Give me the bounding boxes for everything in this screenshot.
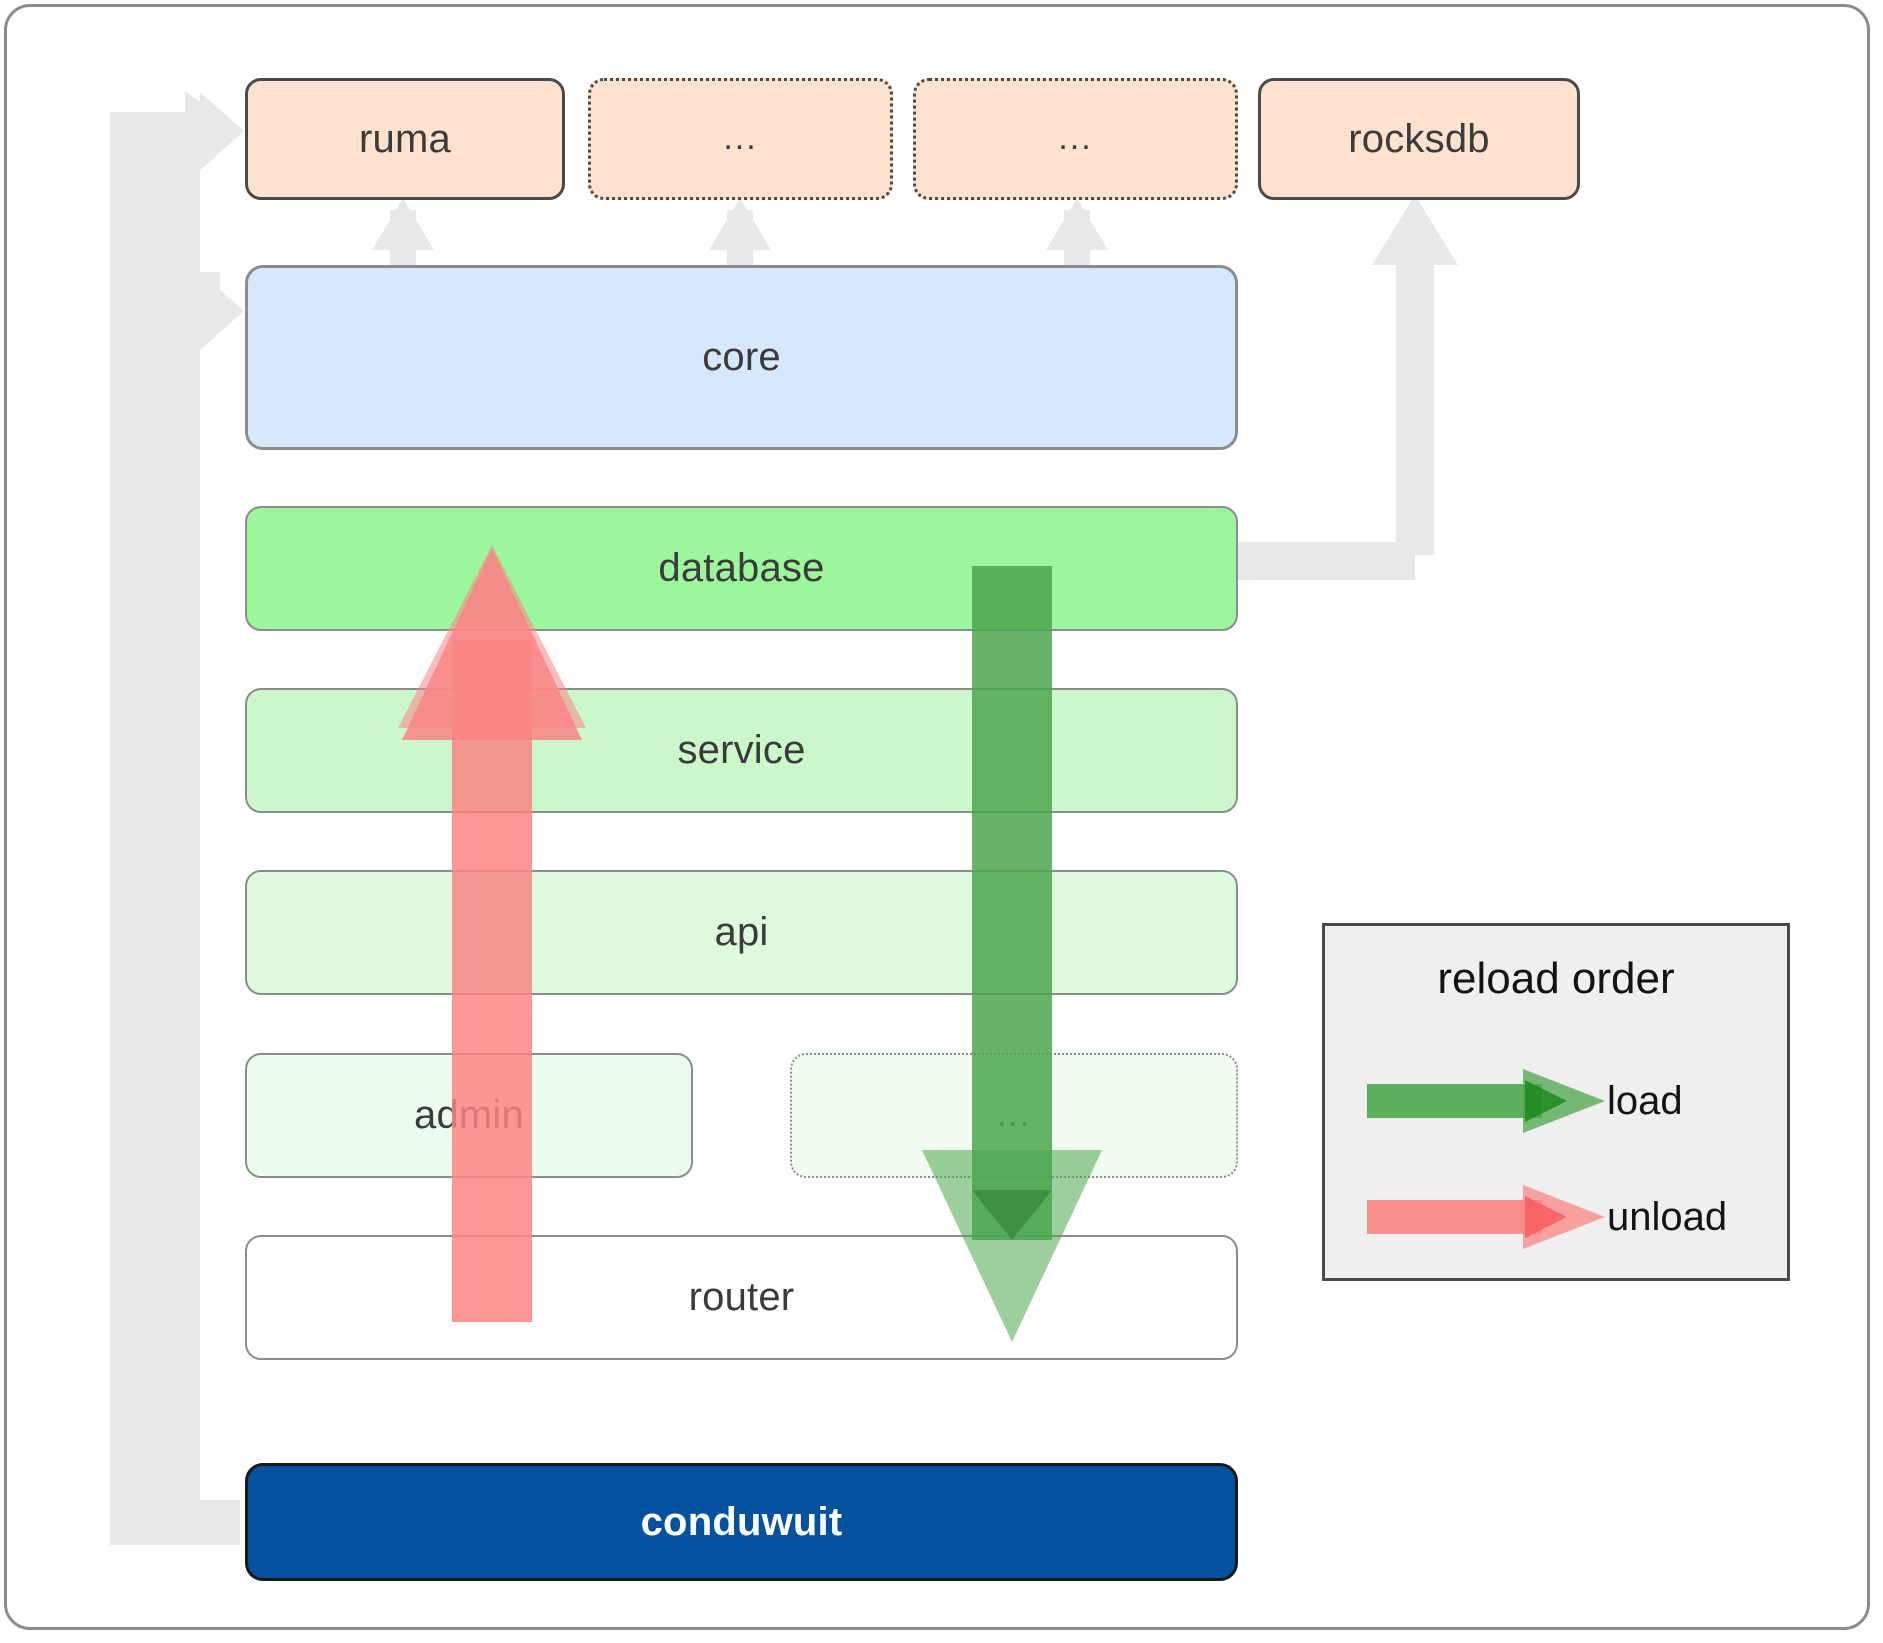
legend-unload-arrow-icon <box>1367 1185 1605 1249</box>
dependency-box-rocksdb[interactable]: rocksdb <box>1258 78 1580 200</box>
db-to-rocksdb-horizontal <box>1232 542 1415 580</box>
dependency-box-placeholder-1[interactable]: ... <box>588 78 893 200</box>
core-to-dep1-tip <box>709 198 771 250</box>
layer-label-service: service <box>677 728 806 772</box>
layer-label-router: router <box>688 1275 795 1319</box>
dependency-box-ruma[interactable]: ruma <box>245 78 565 200</box>
arrow-to-core-tip <box>200 272 244 350</box>
layer-box-database[interactable]: database <box>245 506 1238 631</box>
legend-label-unload: unload <box>1607 1194 1728 1239</box>
dependency-box-placeholder-2[interactable]: ... <box>913 78 1238 200</box>
layer-box-admin[interactable]: admin <box>245 1053 693 1178</box>
layer-box-api[interactable]: api <box>245 870 1238 995</box>
legend-label-load: load <box>1607 1078 1683 1123</box>
legend-row-load: load <box>1325 1056 1787 1146</box>
core-box[interactable]: core <box>245 265 1238 450</box>
core-label: core <box>702 335 781 379</box>
left-trunk-line <box>110 128 200 1500</box>
layer-label-placeholder: ... <box>996 1095 1032 1134</box>
root-label: conduwuit <box>640 1499 843 1544</box>
layer-box-service[interactable]: service <box>245 688 1238 813</box>
dependency-label-ruma: ruma <box>359 116 451 161</box>
db-to-rocksdb-tip <box>1372 195 1458 265</box>
layer-label-admin: admin <box>414 1093 524 1137</box>
legend-row-unload: unload <box>1325 1172 1787 1262</box>
core-to-ruma-tip <box>372 198 434 250</box>
conduwuit-to-trunk <box>110 1500 240 1545</box>
legend-load-arrow-icon <box>1367 1069 1605 1133</box>
dependency-label-placeholder-1: ... <box>723 119 758 158</box>
db-to-rocksdb-vertical <box>1396 255 1434 555</box>
arrow-to-ruma-tip <box>200 92 244 170</box>
legend-panel: reload order load unload <box>1322 923 1790 1281</box>
layer-box-placeholder[interactable]: ... <box>790 1053 1238 1178</box>
legend-title: reload order <box>1437 954 1675 1003</box>
layer-label-api: api <box>714 910 769 954</box>
dependency-label-rocksdb: rocksdb <box>1348 116 1490 161</box>
core-to-dep2-tip <box>1046 198 1108 250</box>
root-box-conduwuit[interactable]: conduwuit <box>245 1463 1238 1581</box>
dependency-label-placeholder-2: ... <box>1058 119 1093 158</box>
layer-label-database: database <box>658 546 825 590</box>
layer-box-router[interactable]: router <box>245 1235 1238 1360</box>
